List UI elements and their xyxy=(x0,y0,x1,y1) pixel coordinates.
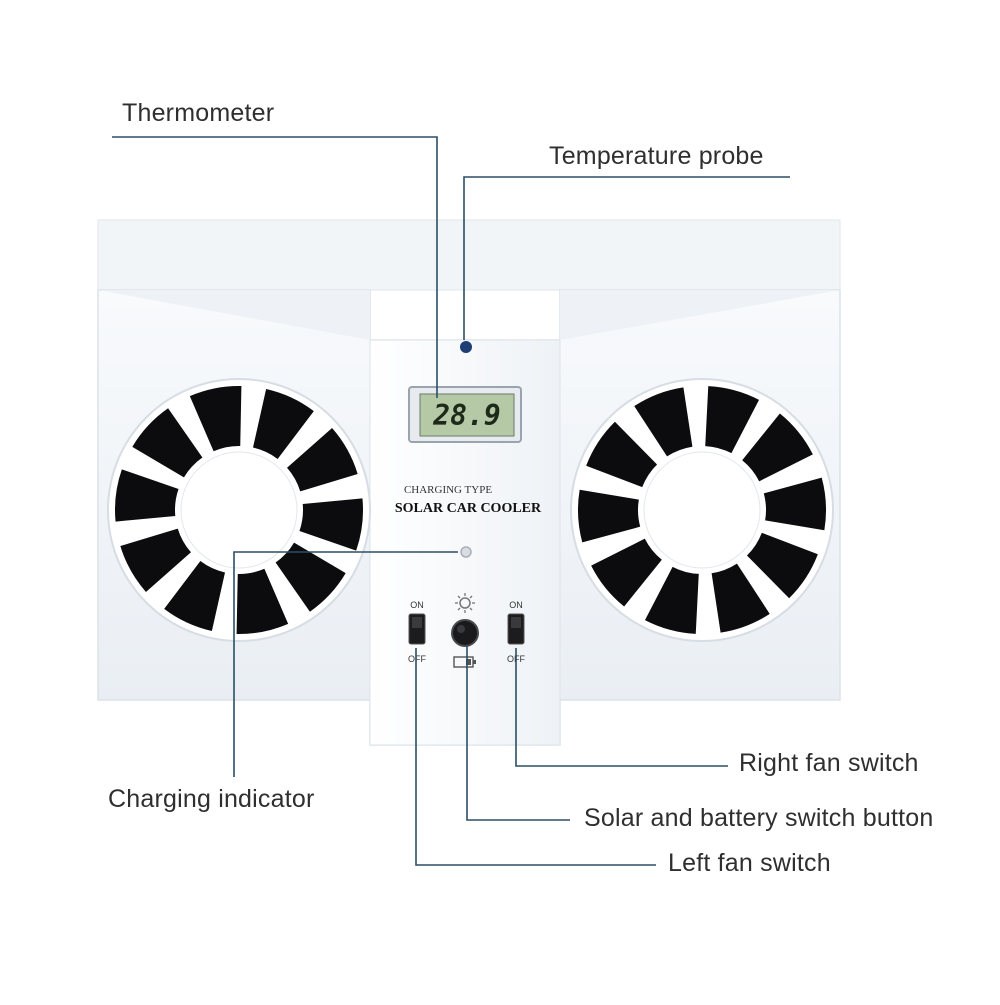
leader-solar-battery-button xyxy=(466,646,570,821)
fan-vent-gap xyxy=(591,538,662,607)
fan-vent-gap xyxy=(164,561,226,631)
leader-temperature-probe xyxy=(463,176,790,340)
fan-vent-gap xyxy=(763,477,826,531)
fan-vent-gap xyxy=(742,413,813,482)
fan-vent-gap xyxy=(746,532,818,599)
branding-line2: SOLAR CAR COOLER xyxy=(395,501,542,516)
fan-vent-gap xyxy=(115,469,179,522)
left-switch-on-label: ON xyxy=(410,600,424,610)
right-fan-switch-knob xyxy=(511,617,521,628)
leader-thermometer xyxy=(112,136,438,398)
fan-vent-gap xyxy=(275,542,346,612)
leader-charging-indicator xyxy=(233,551,458,777)
callout-right-fan-switch: Right fan switch xyxy=(739,749,919,777)
device-facet-right xyxy=(560,290,840,340)
callout-thermometer: Thermometer xyxy=(122,99,275,127)
fan-vent-gap xyxy=(586,421,658,488)
fan-vent-gap xyxy=(578,489,641,543)
leader-left-fan-switch xyxy=(415,648,656,866)
temperature-probe-dot xyxy=(460,341,472,353)
solar-battery-switch-highlight xyxy=(457,625,465,633)
thermometer-reading: 28.9 xyxy=(432,399,500,432)
fan-vent-gap xyxy=(634,387,693,457)
fan-vent-gap xyxy=(132,408,203,478)
leader-right-fan-switch xyxy=(515,648,728,767)
fan-vent-gap xyxy=(644,566,699,634)
fan-vent-gap xyxy=(711,563,770,633)
left-fan xyxy=(107,378,371,642)
fan-hub xyxy=(643,451,761,569)
fan-vent-gap xyxy=(236,568,289,634)
callout-solar-battery-button: Solar and battery switch button xyxy=(584,804,934,832)
device-facet-left xyxy=(98,290,370,340)
solar-battery-switch-button[interactable] xyxy=(451,619,479,647)
fan-vent-gap xyxy=(287,428,358,492)
left-switch-off-label: OFF xyxy=(408,654,426,664)
callout-charging-indicator: Charging indicator xyxy=(108,785,315,813)
device-top-flange xyxy=(97,219,841,291)
fan-vent-gap xyxy=(120,528,191,592)
sun-icon xyxy=(455,593,475,613)
thermometer-lcd xyxy=(419,393,515,437)
fan-vent-gap xyxy=(299,498,363,551)
right-switch-on-label: ON xyxy=(509,600,523,610)
branding-line1: CHARGING TYPE xyxy=(404,484,492,496)
callout-temperature-probe: Temperature probe xyxy=(549,142,764,170)
fan-vent-gap xyxy=(705,386,760,454)
fan-hub xyxy=(180,451,298,569)
fan-vent-gap xyxy=(252,389,314,459)
fan-vent-gap xyxy=(189,386,242,452)
battery-icon xyxy=(453,656,476,668)
right-fan xyxy=(570,378,834,642)
callout-left-fan-switch: Left fan switch xyxy=(668,849,831,877)
left-fan-switch-knob xyxy=(412,617,422,628)
charging-indicator-led xyxy=(460,546,472,558)
